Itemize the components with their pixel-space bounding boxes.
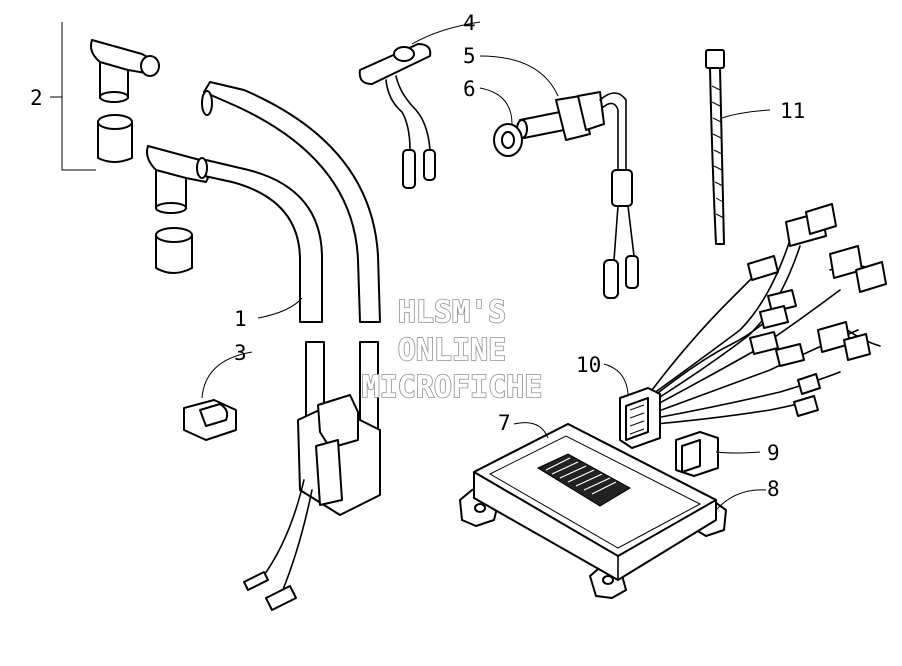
- sensor-part-4: [358, 43, 436, 189]
- callout-labels: 1 2 3 4 5 6 7 8 9 10 11: [30, 11, 805, 501]
- cdi-module: [459, 423, 727, 599]
- temp-sensor-part-5: [516, 91, 639, 299]
- callout-1: 1: [234, 307, 247, 331]
- wire-clip: [183, 399, 237, 441]
- watermark-line-1: HLSM'S: [398, 295, 506, 330]
- spark-plug-cap-upper: [90, 39, 160, 163]
- spark-plug-cap-lower: [146, 145, 210, 274]
- watermark-line-2: ONLINE: [398, 333, 506, 368]
- cable-tie: [705, 49, 725, 245]
- watermark: HLSM'S ONLINE MICROFICHE: [361, 294, 543, 406]
- leader-lines: [201, 21, 771, 511]
- callout-11: 11: [780, 99, 805, 123]
- ignition-coil: [196, 81, 381, 611]
- fuse-block: [675, 431, 719, 477]
- callout-10: 10: [576, 353, 601, 377]
- callout-3: 3: [234, 341, 247, 365]
- wire-harness: [619, 203, 887, 449]
- part-2-bracket: [50, 22, 96, 171]
- watermark-line-3: MICROFICHE: [362, 370, 543, 405]
- callout-6: 6: [463, 77, 476, 101]
- callout-5: 5: [463, 44, 476, 68]
- washer-part-6: [493, 123, 523, 157]
- callout-2: 2: [30, 86, 43, 110]
- callout-7: 7: [498, 411, 511, 435]
- callout-9: 9: [767, 441, 780, 465]
- callout-8: 8: [767, 477, 780, 501]
- callout-4: 4: [463, 11, 476, 35]
